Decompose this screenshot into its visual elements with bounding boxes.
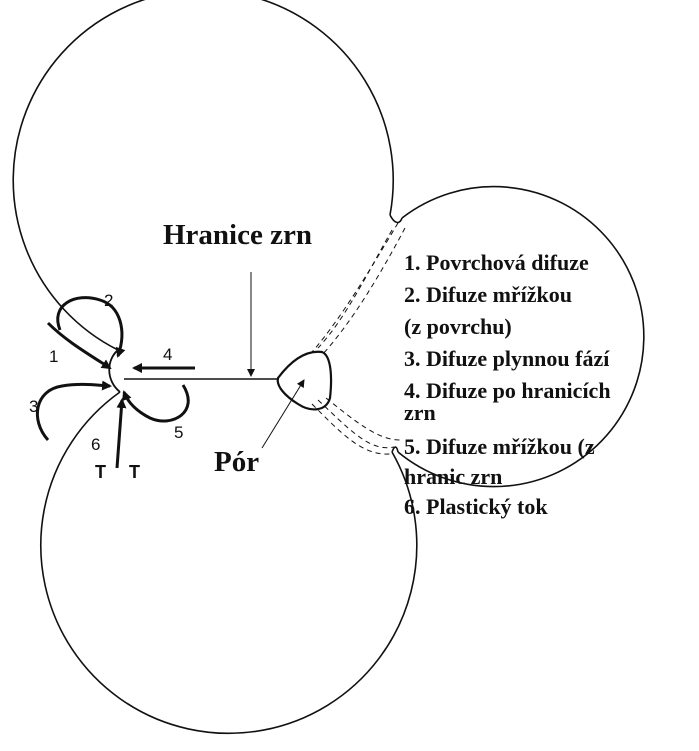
mechanism-legend: 1. Povrchová difuze 2. Difuze mřížkou (z… bbox=[404, 250, 611, 519]
legend-line: 2. Difuze mřížkou bbox=[404, 282, 572, 307]
neck-left bbox=[108, 349, 121, 393]
arrow-1 bbox=[46, 321, 112, 370]
grain-boundary-label: Hranice zrn bbox=[163, 219, 312, 251]
pore-pointer bbox=[261, 379, 305, 449]
legend-line: 1. Povrchová difuze bbox=[404, 250, 589, 275]
arrow-number-6: 6 bbox=[91, 435, 100, 454]
legend-line: 5. Difuze mřížkou (z bbox=[404, 434, 595, 459]
dislocation-symbol: T bbox=[95, 462, 106, 482]
dashed-contact-top bbox=[311, 222, 406, 356]
arrow-6 bbox=[115, 398, 127, 469]
arrow-number-2: 2 bbox=[104, 291, 113, 310]
neck-bottom-right bbox=[391, 446, 399, 453]
legend-line: (z povrchu) bbox=[404, 314, 512, 339]
arrow-3 bbox=[35, 380, 112, 442]
grain-right bbox=[397, 185, 645, 488]
dashed-contact-bottom bbox=[311, 397, 401, 455]
arrow-number-1: 1 bbox=[49, 347, 58, 366]
arrow-5 bbox=[122, 384, 190, 423]
legend-line: zrn bbox=[404, 400, 436, 425]
pore-label: Pór bbox=[214, 446, 259, 478]
legend-line: 4. Difuze po hranicích bbox=[404, 378, 611, 403]
arrow-number-3: 3 bbox=[29, 397, 38, 416]
neck-top-right bbox=[389, 214, 403, 224]
arrow-number-4: 4 bbox=[163, 345, 172, 364]
arrow-2 bbox=[56, 296, 126, 358]
legend-line: hranic zrn bbox=[404, 464, 502, 489]
grain-top bbox=[12, 0, 395, 351]
arrow-number-5: 5 bbox=[174, 423, 183, 442]
dislocation-symbol: T bbox=[129, 462, 140, 482]
pore-shape bbox=[276, 350, 333, 411]
legend-line: 6. Plastický tok bbox=[404, 494, 548, 519]
grain-bottom bbox=[40, 391, 418, 735]
legend-line: 3. Difuze plynnou fází bbox=[404, 346, 610, 371]
